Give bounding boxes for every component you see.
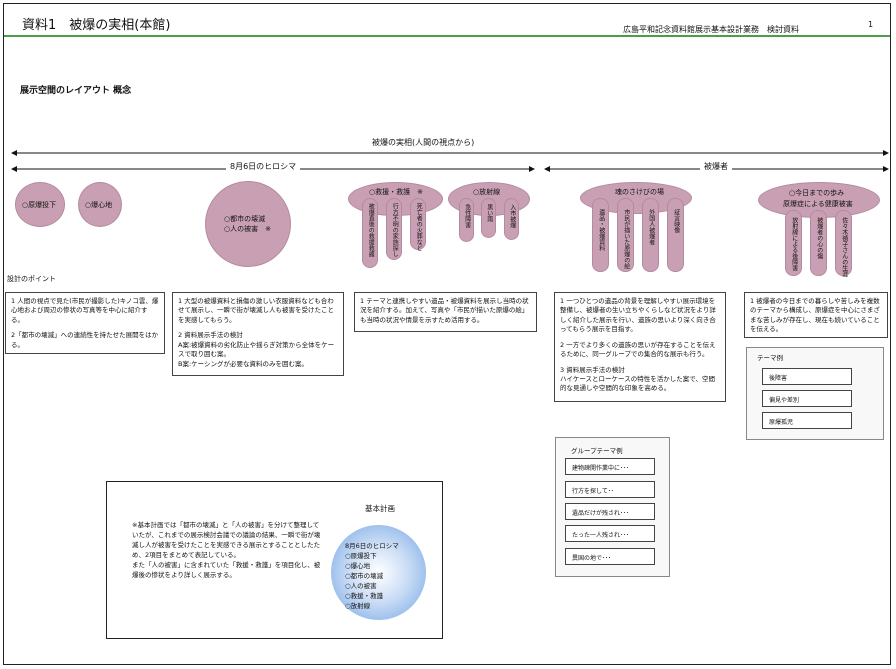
theme-item-3: 原爆孤児 xyxy=(762,412,852,429)
voices-item-2: 市民が描いた原爆の絵 xyxy=(617,198,634,272)
radiation-item-3: 入市被爆 xyxy=(504,198,519,240)
hypocenter-label: ○爆心地 xyxy=(85,201,113,209)
voices-title: 魂のさけびの場 xyxy=(615,188,664,196)
radiation-item-2: 黒い雨 xyxy=(481,198,496,238)
basic-plan-item-4: ○都市の壊滅 xyxy=(345,572,384,581)
relief-item-3: 死亡者の火葬など xyxy=(410,198,426,251)
design-box-1-text-1: 1 人間の視点で見た(市民が撮影した)キノコ雲、爆心地および周辺の惨状の写真等を… xyxy=(11,297,159,324)
design-box-5-text-1: 1 被爆者の今日までの暮らしや苦しみを複数のテーマから構成し、原爆症を中心にさま… xyxy=(750,297,880,334)
design-box-5: 1 被爆者の今日までの暮らしや苦しみを複数のテーマから構成し、原爆症を中心にさま… xyxy=(744,292,888,338)
basic-plan-item-2: ○原爆投下 xyxy=(345,552,377,561)
hypocenter-circle: ○爆心地 xyxy=(78,182,122,227)
basic-plan-item-6: ○救援・救護 xyxy=(345,592,384,601)
basic-plan-list: 8月6日のヒロシマ ○原爆投下 ○爆心地 ○都市の壊滅 ○人の被害 ○救援・救護… xyxy=(345,541,399,611)
today-item-2: 被爆者の心の傷 xyxy=(810,210,827,276)
radiation-item-1-label: 急性障害 xyxy=(463,204,471,228)
basic-plan-item-1: 8月6日のヒロシマ xyxy=(345,542,399,550)
radiation-item-3-label: 入市被爆 xyxy=(508,204,516,228)
group-theme-title: グループテーマ例 xyxy=(569,445,625,455)
document-subtitle: 広島平和記念資料館展示基本設計業務 検討資料 xyxy=(623,25,799,34)
today-title-2: 原爆症による健康被害 xyxy=(783,200,853,208)
design-box-1: 1 人間の視点で見た(市民が撮影した)キノコ雲、爆心地および周辺の惨状の写真等を… xyxy=(5,292,165,354)
voices-item-2-label: 市民が描いた原爆の絵 xyxy=(622,209,630,269)
relief-item-3-label: 死亡者の火葬など xyxy=(415,203,423,251)
relief-item-1: 被爆直後の救援救護 xyxy=(362,198,378,268)
bombing-circle: ○原爆投下 xyxy=(15,182,65,227)
human-damage-label: ○人の被害 ※ xyxy=(224,225,271,233)
design-box-4: 1 一つひとつの遺品の背景を理解しやすい展示環境を整備し、被爆者の生い立ちやくら… xyxy=(554,292,726,402)
page-number: 1 xyxy=(868,20,874,29)
group-theme-item-2: 行方を探して･･ xyxy=(565,481,655,498)
overall-arrow-label: 被爆の実相(人間の視点から) xyxy=(368,137,479,148)
voices-item-4: 証言映像 xyxy=(667,198,684,272)
relief-title: ○救援・救護 ※ xyxy=(369,188,423,196)
design-box-3-text-1: 1 テーマと連携しやすい遺品・被爆資料を展示し当時の状況を紹介する。加えて、写真… xyxy=(360,297,529,324)
basic-plan-circle: 8月6日のヒロシマ ○原爆投下 ○爆心地 ○都市の壊滅 ○人の被害 ○救援・救護… xyxy=(331,525,426,620)
group-theme-item-3: 遺品だけが残され･･･ xyxy=(565,503,655,520)
basic-plan-item-7: ○放射線 xyxy=(345,602,371,611)
theme-examples-title: テーマ例 xyxy=(755,352,785,362)
design-box-1-text-2: 2「都市の壊滅」への連続性を持たせた展開をはかる。 xyxy=(11,331,159,349)
section-title: 展示空間のレイアウト 概念 xyxy=(20,86,132,96)
design-box-2-text-2: 2 資料展示手法の検討 A案:被爆資料の劣化防止や揺らぎ対策から全体をケースで取… xyxy=(178,331,335,368)
document-title: 資料1 被爆の実相(本館) xyxy=(22,18,171,33)
destruction-label: ○都市の壊滅 xyxy=(224,215,266,223)
design-box-4-text-1: 1 一つひとつの遺品の背景を理解しやすい展示環境を整備し、被爆者の生い立ちやくら… xyxy=(560,297,716,334)
relief-item-1-label: 被爆直後の救援救護 xyxy=(367,203,375,257)
basic-plan-box: ※基本計画では「都市の壊滅」と「人の被害」を分けて整理していたが、これまでの展示… xyxy=(106,481,443,639)
design-box-4-text-2: 2 一方でより多くの遺族の思いが存在することを伝えるために、同一グループでの集合… xyxy=(560,340,716,359)
group-theme-item-5: 異国の地で･･･ xyxy=(565,548,655,565)
voices-item-1: 遺品・被爆資料 xyxy=(592,198,609,272)
voices-item-3-label: 外国人被爆者 xyxy=(647,209,655,245)
design-points-label: 設計のポイント xyxy=(7,275,56,283)
voices-item-4-label: 証言映像 xyxy=(672,209,680,233)
bombing-label: ○原爆投下 xyxy=(22,201,57,209)
design-box-2-text-1: 1 大型の被爆資料と損傷の激しい衣服資料なども合わせて展示し、一瞬で街が壊滅し人… xyxy=(178,297,334,324)
destruction-circle: ○都市の壊滅 ○人の被害 ※ xyxy=(205,181,291,267)
design-box-4-text-3: 3 資料展示手法の検討 ハイケースとローケースの特性を活かした案で、空間的な見通… xyxy=(560,365,715,393)
relief-item-2: 行方不明の家族探し xyxy=(386,198,402,260)
basic-plan-note: ※基本計画では「都市の壊滅」と「人の被害」を分けて整理していたが、これまでの展示… xyxy=(132,521,321,580)
group-theme-item-1: 建物疎開作業中に･･･ xyxy=(565,458,655,475)
relief-item-2-label: 行方不明の家族探し xyxy=(391,203,399,257)
today-item-3-label: 佐々木禎子さんの生涯 xyxy=(840,217,848,277)
voices-item-1-label: 遺品・被爆資料 xyxy=(597,209,605,251)
design-box-3: 1 テーマと連携しやすい遺品・被爆資料を展示し当時の状況を紹介する。加えて、写真… xyxy=(354,292,537,332)
today-title-1: ○今日までの歩み xyxy=(789,189,845,197)
today-item-1-label: 放射線による後障害 xyxy=(790,217,798,271)
radiation-item-2-label: 黒い雨 xyxy=(485,204,493,222)
today-item-1: 放射線による後障害 xyxy=(785,210,802,276)
hiroshima-arrow-label: 8月6日のヒロシマ xyxy=(226,161,301,172)
theme-item-1: 後障害 xyxy=(762,368,852,385)
basic-plan-item-3: ○爆心地 xyxy=(345,562,371,571)
group-theme-item-4: たった一人残され･･･ xyxy=(565,525,655,542)
voices-item-3: 外国人被爆者 xyxy=(642,198,659,272)
radiation-item-1: 急性障害 xyxy=(459,198,474,242)
page-frame xyxy=(3,3,891,665)
basic-plan-title: 基本計画 xyxy=(365,504,395,513)
hibakusha-arrow-label: 被爆者 xyxy=(700,161,732,172)
radiation-title: ○放射線 xyxy=(473,188,501,196)
theme-item-2: 偏見や差別 xyxy=(762,390,852,407)
design-box-2: 1 大型の被爆資料と損傷の激しい衣服資料なども合わせて展示し、一瞬で街が壊滅し人… xyxy=(172,292,344,376)
header-rule xyxy=(4,35,890,37)
today-item-2-label: 被爆者の心の傷 xyxy=(815,217,823,259)
basic-plan-item-5: ○人の被害 xyxy=(345,582,377,591)
today-item-3: 佐々木禎子さんの生涯 xyxy=(835,210,852,277)
